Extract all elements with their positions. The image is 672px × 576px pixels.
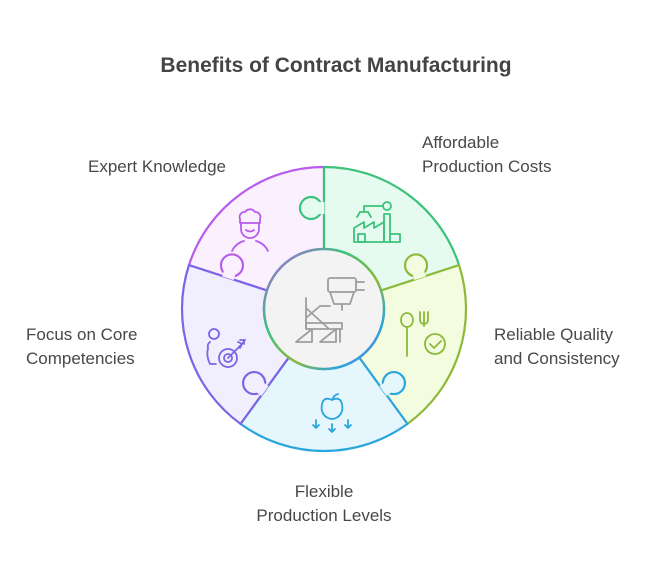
label-line: Flexible (294, 482, 354, 501)
label-expert-knowledge: Expert Knowledge (88, 155, 226, 179)
puzzle-tab-neck (379, 380, 394, 396)
label-line: Competencies (26, 349, 135, 368)
label-line: Reliable Quality (494, 325, 614, 344)
diagram-title: Benefits of Contract Manufacturing (160, 54, 512, 77)
manufacturing-machine-icon (295, 277, 365, 343)
apple-arrows-down-icon (312, 393, 352, 433)
center-hub (262, 247, 386, 371)
puzzle-tab-neck (411, 267, 426, 281)
person-target-icon (206, 328, 246, 368)
label-line: and Consistency (494, 349, 620, 368)
label-line: Focus on Core (26, 325, 138, 344)
chef-icon (231, 208, 269, 252)
label-affordable-production-costs: Affordable Production Costs (422, 131, 551, 179)
label-line: Expert Knowledge (88, 157, 226, 176)
factory-robot-arm-icon (353, 201, 401, 243)
puzzle-tab-neck (222, 267, 237, 281)
label-line: Production Levels (256, 506, 392, 525)
label-flexible-production-levels: Flexible Production Levels (224, 480, 424, 528)
utensils-check-icon (400, 311, 446, 357)
puzzle-tab-neck (254, 380, 269, 396)
label-line: Affordable (422, 133, 500, 152)
label-reliable-quality: Reliable Quality and Consistency (494, 323, 620, 371)
label-line: Production Costs (422, 157, 552, 176)
label-focus-core-competencies: Focus on Core Competencies (26, 323, 138, 371)
